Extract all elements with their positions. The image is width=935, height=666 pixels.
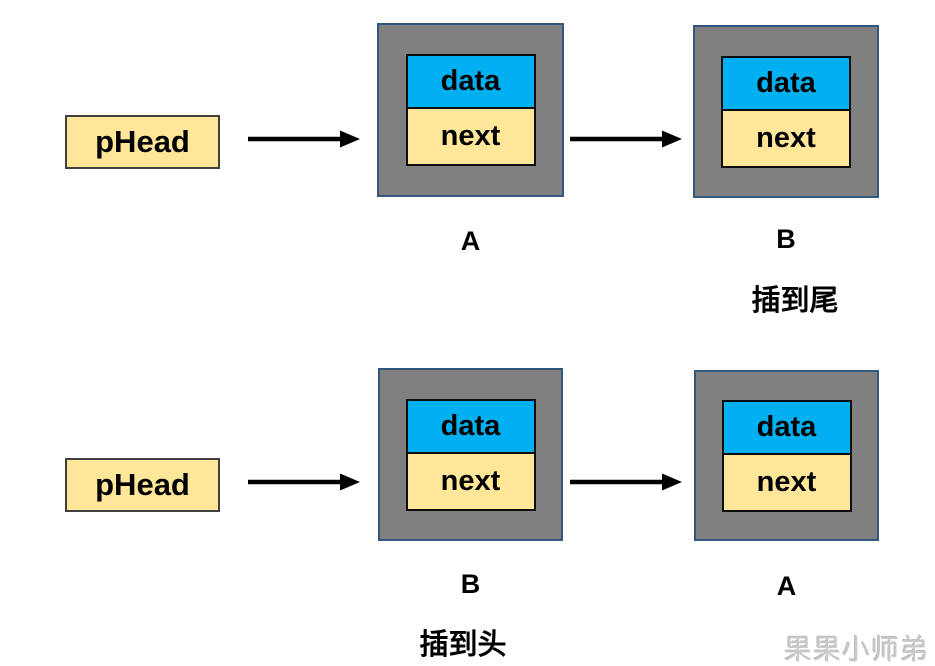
caption-insert-at-head: 插到头 bbox=[419, 629, 507, 661]
node-name-label: B bbox=[460, 569, 481, 599]
next-cell: next bbox=[405, 109, 536, 166]
watermark-text: 果果小师弟 bbox=[783, 634, 929, 665]
data-cell: data bbox=[405, 54, 536, 109]
phead-box-row2: pHead bbox=[65, 458, 220, 512]
next-cell: next bbox=[721, 454, 852, 512]
node-name-label: A bbox=[460, 226, 481, 256]
next-cell: next bbox=[721, 110, 851, 168]
phead-box-row1: pHead bbox=[65, 115, 220, 169]
node-a-row2: data next bbox=[694, 370, 879, 541]
data-cell: data bbox=[721, 55, 851, 111]
next-cell: next bbox=[405, 453, 536, 511]
arrow-icon-node-to-node-row2 bbox=[570, 473, 682, 491]
node-b-row1: data next bbox=[693, 25, 879, 198]
arrow-icon-phead-to-node-row2 bbox=[248, 473, 360, 491]
node-a-row1: data next bbox=[377, 23, 564, 197]
node-name-label: B bbox=[776, 224, 796, 254]
arrow-icon-phead-to-node-row1 bbox=[248, 130, 360, 148]
node-b-row2: data next bbox=[378, 368, 563, 541]
arrow-icon-node-to-node-row1 bbox=[570, 130, 682, 148]
phead-label-row1: pHead bbox=[95, 124, 190, 159]
data-cell: data bbox=[405, 398, 536, 454]
data-cell: data bbox=[721, 399, 852, 455]
node-name-label: A bbox=[776, 571, 797, 601]
phead-label-row2: pHead bbox=[95, 467, 190, 502]
caption-insert-at-tail: 插到尾 bbox=[751, 285, 839, 317]
